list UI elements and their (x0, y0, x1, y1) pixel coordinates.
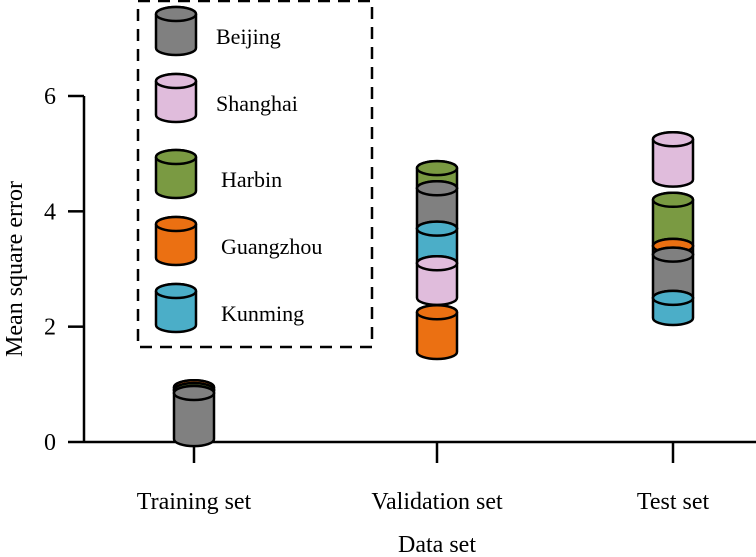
x-axis-title: Data set (398, 532, 476, 557)
bar-test-set-shanghai-top (651, 131, 695, 148)
bar-validation-set-beijing-top (415, 180, 459, 197)
legend-border (136, 0, 374, 349)
bar-training-set-beijing (172, 384, 216, 448)
bar-validation-set-guangzhou-top (415, 304, 459, 321)
bar-test-set-beijing-top (651, 246, 695, 263)
legend-swatch-top-guangzhou (154, 215, 198, 233)
legend-label-shanghai: Shanghai (216, 91, 298, 116)
legend-label-kunming: Kunming (221, 301, 304, 326)
bar-validation-set-shanghai-top (415, 254, 459, 272)
y-ticks: 0 2 4 6 (44, 84, 84, 456)
legend-item-harbin: Harbin (154, 148, 282, 200)
y-tick-label-2: 2 (44, 315, 56, 341)
bar-training-set-beijing-top (172, 384, 216, 402)
bar-test-set-kunming (651, 289, 695, 327)
bar-validation-set-guangzhou (415, 304, 459, 361)
legend-item-shanghai: Shanghai (154, 72, 298, 124)
y-tick-label-0: 0 (44, 430, 56, 456)
y-axis-title: Mean square error (2, 181, 28, 357)
bar-test-set-kunming-top (651, 289, 695, 307)
legend-item-guangzhou: Guangzhou (154, 215, 322, 267)
bar-validation-set-harbin-top (415, 159, 459, 177)
legend-swatch-top-harbin (154, 148, 198, 166)
legend-label-harbin: Harbin (221, 167, 282, 192)
bar-test-set-harbin-top (651, 191, 695, 209)
x-tick-label-training-set: Training set (137, 489, 252, 515)
legend-item-beijing: Beijing (154, 5, 281, 57)
x-tick-label-validation-set: Validation set (371, 489, 503, 515)
x-ticks: Training set Validation set Test set (137, 442, 710, 515)
x-tick-label-test-set: Test set (637, 489, 710, 515)
y-tick-label-6: 6 (44, 84, 56, 110)
bars (172, 131, 695, 448)
y-tick-label-4: 4 (44, 199, 56, 225)
legend-item-kunming: Kunming (154, 282, 304, 334)
bar-validation-set-kunming-top (415, 220, 459, 237)
bar-validation-set-shanghai (415, 254, 459, 307)
legend-label-beijing: Beijing (216, 24, 281, 49)
legend-swatch-top-shanghai (154, 72, 198, 90)
bar-test-set-shanghai (651, 131, 695, 188)
legend-swatch-top-kunming (154, 282, 198, 300)
legend-label-guangzhou: Guangzhou (221, 234, 322, 259)
legend-swatch-top-beijing (154, 5, 198, 23)
